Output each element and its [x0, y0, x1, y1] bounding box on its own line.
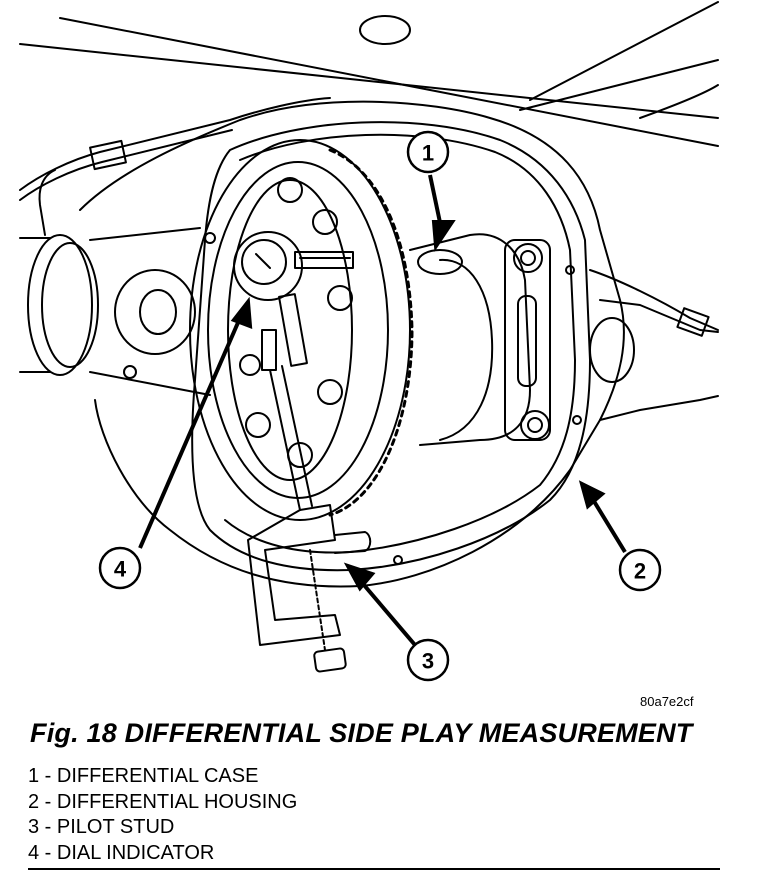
legend-item: 1 - DIFFERENTIAL CASE [28, 765, 259, 787]
differential-case [409, 233, 531, 446]
housing-body [79, 100, 625, 588]
callout-1-circle [406, 130, 450, 174]
legend-item: 4 - DIAL INDICATOR [28, 841, 215, 864]
c-clamp [247, 504, 341, 646]
callout-legend: 1 - DIFFERENTIAL CASE 2 - DIFFERENTIAL H… [28, 764, 297, 866]
callout-arrow-4 [138, 317, 242, 549]
brake-line-fitting [89, 139, 127, 171]
callout-1-number: 1 [422, 141, 434, 166]
bearing-cap [504, 239, 551, 441]
differential-illustration: 1 2 3 4 [19, 1, 719, 682]
figure-title: Fig. 18 DIFFERENTIAL SIDE PLAY MEASUREME… [30, 718, 693, 748]
bearing-cap-bolt [513, 243, 543, 273]
frame-line [19, 43, 719, 119]
callout-3-number: 3 [422, 649, 434, 674]
pilot-stud [334, 531, 372, 554]
legend-item: 3 - PILOT STUD [28, 816, 175, 838]
callout-4-number: 4 [114, 557, 127, 582]
bearing-cap-bolt [520, 410, 550, 440]
image-code: 80a7e2cf [640, 694, 694, 709]
callout-2-circle [618, 548, 662, 592]
frame-line [639, 84, 719, 119]
frame-line [59, 17, 719, 147]
brake-line [19, 129, 233, 201]
axle-boss [114, 269, 196, 355]
callout-3-circle [406, 638, 450, 682]
cover-flange [191, 121, 591, 572]
axle-tube [19, 237, 51, 373]
brake-line [19, 97, 331, 191]
callout-2-number: 2 [634, 559, 646, 584]
clamp-screw [309, 549, 326, 651]
dial-indicator-face [233, 231, 303, 301]
ring-gear [189, 139, 411, 521]
brake-line [589, 269, 719, 331]
callout-arrow-2 [590, 496, 627, 554]
ring-gear-teeth [328, 148, 414, 517]
bottom-divider [28, 868, 720, 870]
callout-4-circle [98, 546, 142, 590]
frame-line [519, 59, 719, 111]
axle-tube-end [27, 234, 93, 376]
legend-item: 2 - DIFFERENTIAL HOUSING [28, 790, 298, 813]
dial-indicator-arm [278, 293, 308, 367]
plug [359, 15, 411, 45]
callout-arrow-3 [356, 576, 417, 647]
frame-line [529, 1, 719, 101]
